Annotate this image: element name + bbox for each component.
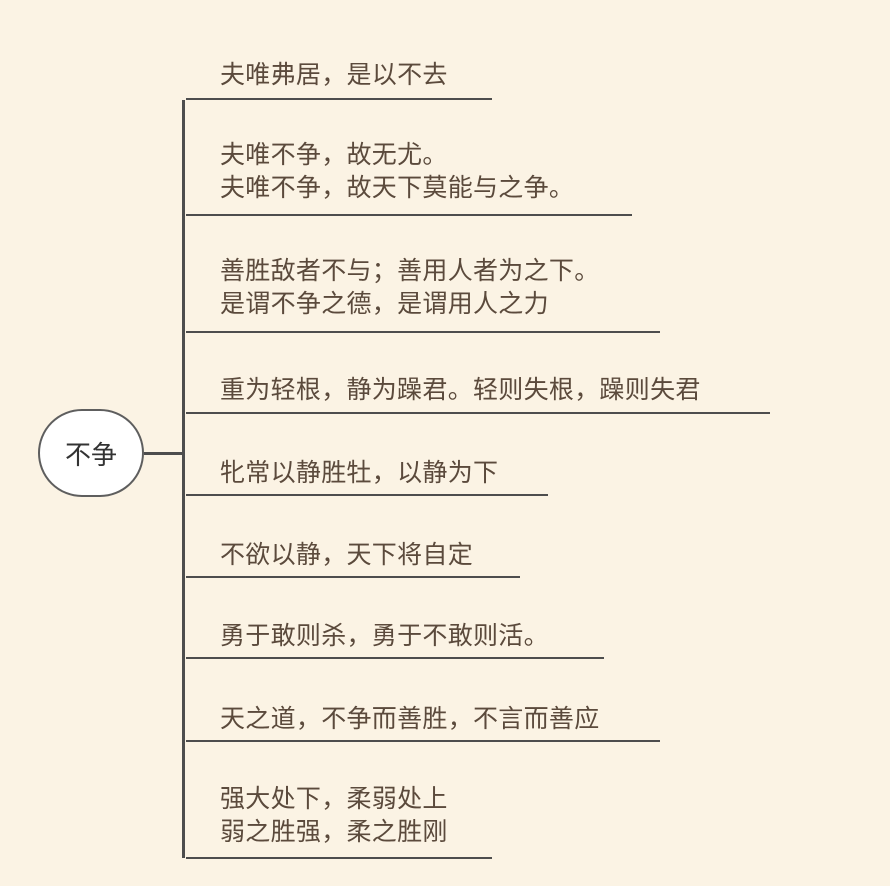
branch-7-underline [186,657,604,659]
branch-spine [182,100,185,858]
branch-5-text[interactable]: 牝常以静胜牡，以静为下 [220,458,499,487]
root-node[interactable]: 不争 [38,409,144,497]
branch-6-underline [186,576,520,578]
branch-1-text[interactable]: 夫唯弗居，是以不去 [220,60,448,89]
branch-6-text[interactable]: 不欲以静，天下将自定 [220,540,474,569]
branch-9-text[interactable]: 强大处下，柔弱处上 弱之胜强，柔之胜刚 [220,784,448,846]
branch-8-underline [186,740,660,742]
branch-7-text[interactable]: 勇于敢则杀，勇于不敢则活。 [220,621,549,650]
root-label: 不争 [64,440,117,471]
branch-8-text[interactable]: 天之道，不争而善胜，不言而善应 [220,704,600,733]
root-connector [144,452,184,455]
branch-3-underline [186,331,660,333]
branch-1-underline [186,98,492,100]
branch-2-text[interactable]: 夫唯不争，故无尤。 夫唯不争，故天下莫能与之争。 [220,140,575,202]
branch-3-text[interactable]: 善胜敌者不与；善用人者为之下。 是谓不争之德，是谓用人之力 [220,256,600,318]
branch-2-underline [186,214,632,216]
branch-4-text[interactable]: 重为轻根，静为躁君。轻则失根，躁则失君 [220,375,701,404]
branch-4-underline [186,412,770,414]
branch-9-underline [186,857,492,859]
branch-5-underline [186,494,548,496]
